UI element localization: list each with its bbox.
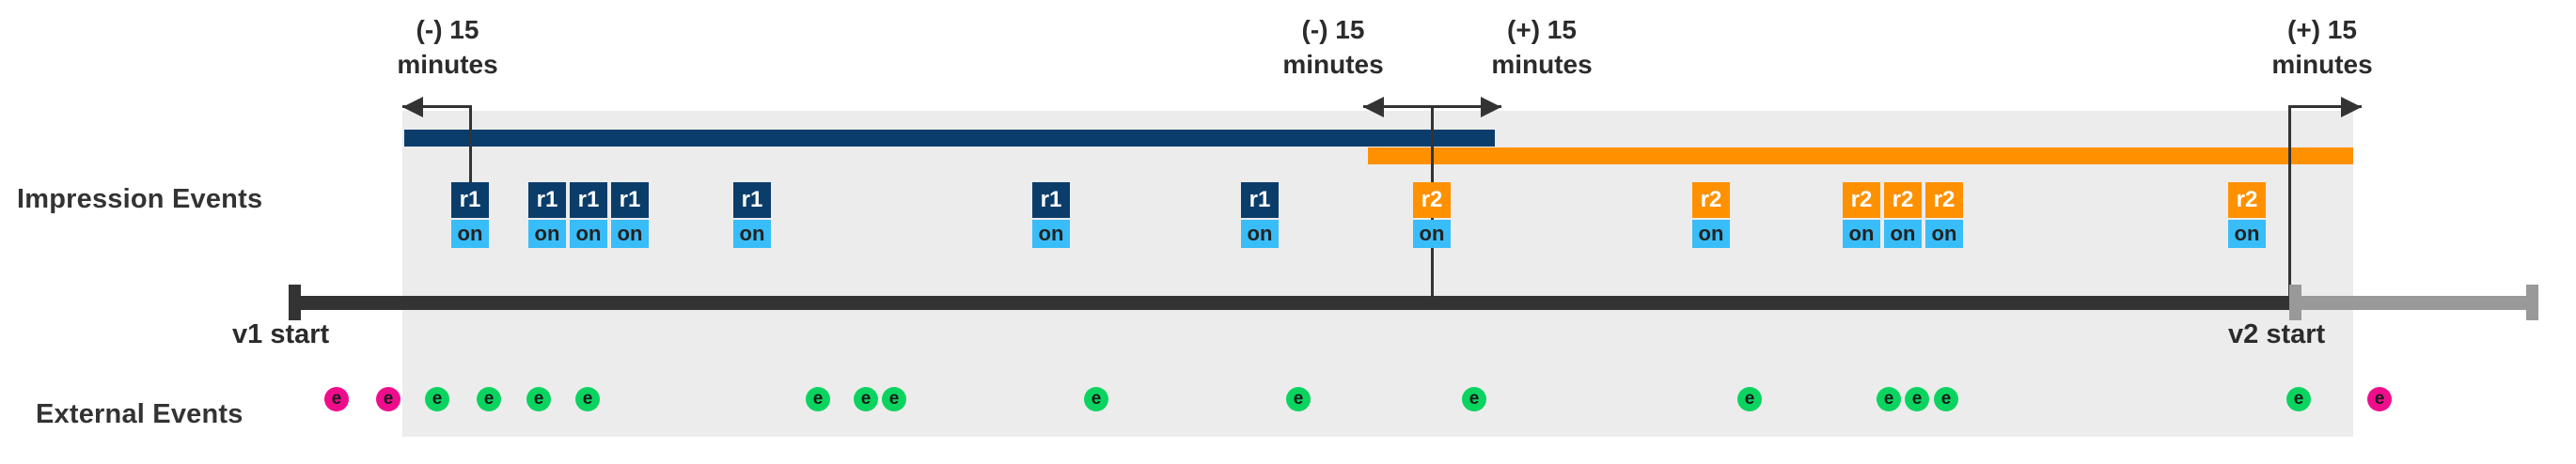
external-event-dot: e	[425, 387, 449, 411]
impression-request-chip: r2	[1925, 182, 1963, 218]
ann-right-plus-arrowhead-right	[2341, 97, 2362, 117]
impression-request-chip: r2	[1884, 182, 1922, 218]
impression-on-chip: on	[611, 220, 649, 248]
impression-on-chip: on	[1884, 220, 1922, 248]
impression-request-chip: r2	[2228, 182, 2266, 218]
impression-request-chip: r1	[1032, 182, 1070, 218]
external-event-dot: e	[1877, 387, 1901, 411]
impression-on-chip: on	[733, 220, 771, 248]
impression-request-chip: r1	[528, 182, 566, 218]
ann-left-minus-leader	[402, 105, 470, 108]
v1-timeline-axis	[289, 296, 2289, 310]
external-event-dot: e	[324, 387, 349, 411]
impression-on-chip: on	[2228, 220, 2266, 248]
v2-timeline-start-cap	[2289, 285, 2301, 320]
impression-on-chip: on	[1692, 220, 1730, 248]
external-event-dot: e	[1462, 387, 1486, 411]
external-event-dot: e	[2286, 387, 2311, 411]
impression-request-chip: r2	[1413, 182, 1451, 218]
ann-mid-plus-leader	[1432, 105, 1501, 108]
external-event-dot: e	[2367, 387, 2392, 411]
external-event-dot: e	[526, 387, 551, 411]
external-event-dot: e	[1084, 387, 1108, 411]
impression-request-chip: r1	[611, 182, 649, 218]
external-event-dot: e	[1737, 387, 1762, 411]
ann-left-minus-arrowhead-left	[402, 97, 423, 117]
shaded-window-region	[402, 111, 2353, 437]
impression-request-chip: r2	[1692, 182, 1730, 218]
annotation-line-2: minutes	[1282, 49, 1384, 79]
external-event-dot: e	[1934, 387, 1958, 411]
annotation-line-2: minutes	[2271, 49, 2373, 79]
impression-on-chip: on	[1241, 220, 1279, 248]
ann-mid-minus-leader	[1363, 105, 1432, 108]
external-events-label: External Events	[36, 399, 243, 429]
v1-version-bar	[404, 130, 1495, 147]
ann-mid-minus-arrowhead-left	[1363, 97, 1384, 117]
impression-request-chip: r1	[733, 182, 771, 218]
v1-timeline-start-cap	[289, 285, 301, 320]
external-event-dot: e	[1905, 387, 1929, 411]
impression-request-chip: r2	[1843, 182, 1880, 218]
v2-version-bar	[1368, 147, 2353, 164]
external-event-dot: e	[575, 387, 600, 411]
ann-mid-plus-arrowhead-right	[1481, 97, 1501, 117]
external-event-dot: e	[854, 387, 878, 411]
ann-mid-plus-text: (+) 15 minutes	[1420, 13, 1664, 83]
ann-left-minus-stem	[469, 105, 472, 216]
annotation-line-2: minutes	[1491, 49, 1593, 79]
impression-on-chip: on	[528, 220, 566, 248]
v2-timeline-end-cap	[2526, 285, 2538, 320]
annotation-line-1: (+) 15	[1507, 15, 1577, 44]
annotation-line-2: minutes	[397, 49, 498, 79]
impression-on-chip: on	[1032, 220, 1070, 248]
v2-timeline-axis	[2289, 296, 2538, 310]
ann-right-plus-text: (+) 15 minutes	[2200, 13, 2444, 83]
external-event-dot: e	[806, 387, 830, 411]
impression-request-chip: r1	[570, 182, 607, 218]
ann-right-plus-leader	[2289, 105, 2362, 108]
external-event-dot: e	[882, 387, 906, 411]
impression-on-chip: on	[1413, 220, 1451, 248]
impression-on-chip: on	[570, 220, 607, 248]
annotation-line-1: (-) 15	[1301, 15, 1365, 44]
external-event-dot: e	[1286, 387, 1311, 411]
v2-start-label: v2 start	[2228, 319, 2326, 349]
impression-events-label: Impression Events	[17, 184, 263, 214]
impression-on-chip: on	[1925, 220, 1963, 248]
external-event-dot: e	[477, 387, 501, 411]
ann-mid-minus-text: (-) 15 minutes	[1211, 13, 1455, 83]
impression-request-chip: r1	[1241, 182, 1279, 218]
annotation-line-1: (+) 15	[2287, 15, 2357, 44]
ann-right-plus-stem	[2288, 105, 2291, 310]
v1-start-label: v1 start	[232, 319, 330, 349]
ann-left-minus-text: (-) 15 minutes	[325, 13, 570, 83]
external-event-dot: e	[376, 387, 401, 411]
impression-on-chip: on	[1843, 220, 1880, 248]
annotation-line-1: (-) 15	[416, 15, 479, 44]
impression-on-chip: on	[451, 220, 489, 248]
impression-request-chip: r1	[451, 182, 489, 218]
